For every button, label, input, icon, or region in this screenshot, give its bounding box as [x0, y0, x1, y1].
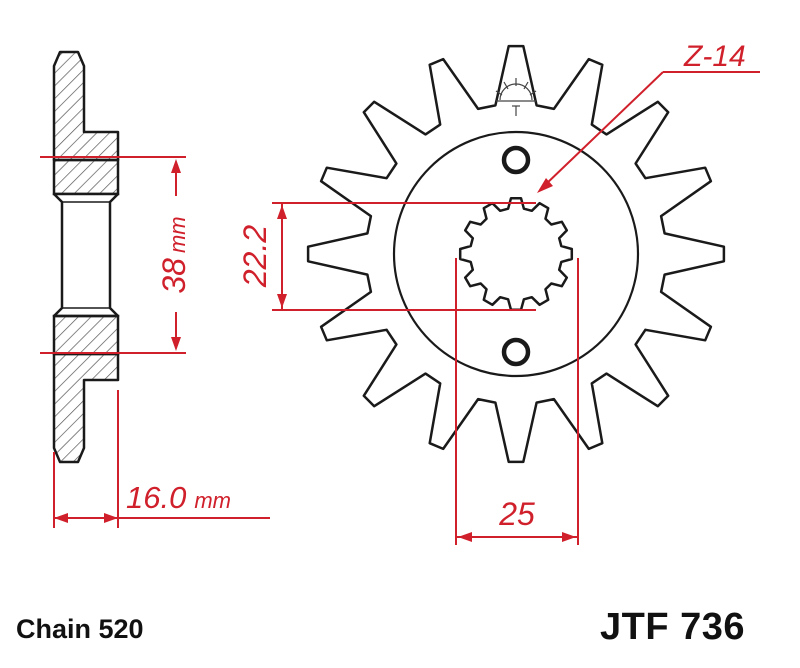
spline-bore — [458, 196, 574, 312]
hub-circle — [392, 130, 640, 378]
svg-text:16.0mm: 16.0 mm — [126, 480, 231, 515]
svg-text:38mm: 38 mm — [156, 216, 192, 293]
part-number: JTF 736 — [600, 606, 746, 648]
bore-dimension — [40, 156, 186, 354]
side-profile-hub-top — [52, 158, 120, 196]
bore-unit: mm — [165, 216, 190, 253]
hub-width-dimension — [455, 258, 579, 545]
side-profile-upper — [52, 50, 120, 162]
spline-label: 22.2 — [237, 225, 273, 288]
thickness-dimension — [53, 390, 270, 528]
chain-label: Chain 520 — [16, 614, 144, 644]
side-profile-hub-bottom — [52, 314, 120, 356]
mount-hole-bottom — [501, 337, 531, 367]
sunrise-logo-icon — [495, 78, 537, 116]
bore-label: 38 — [156, 258, 192, 294]
front-view — [306, 44, 726, 464]
thickness-label: 16.0 — [126, 480, 186, 515]
mount-hole-top — [501, 145, 531, 175]
side-profile-lower — [52, 352, 120, 464]
thickness-unit: mm — [194, 488, 231, 513]
teeth-label: Z-14 — [683, 40, 746, 73]
side-profile — [52, 50, 120, 464]
spline-dimension — [272, 202, 536, 311]
teeth-leader — [537, 71, 760, 193]
side-profile-bore — [52, 192, 120, 318]
hub-width-label: 25 — [498, 496, 535, 532]
